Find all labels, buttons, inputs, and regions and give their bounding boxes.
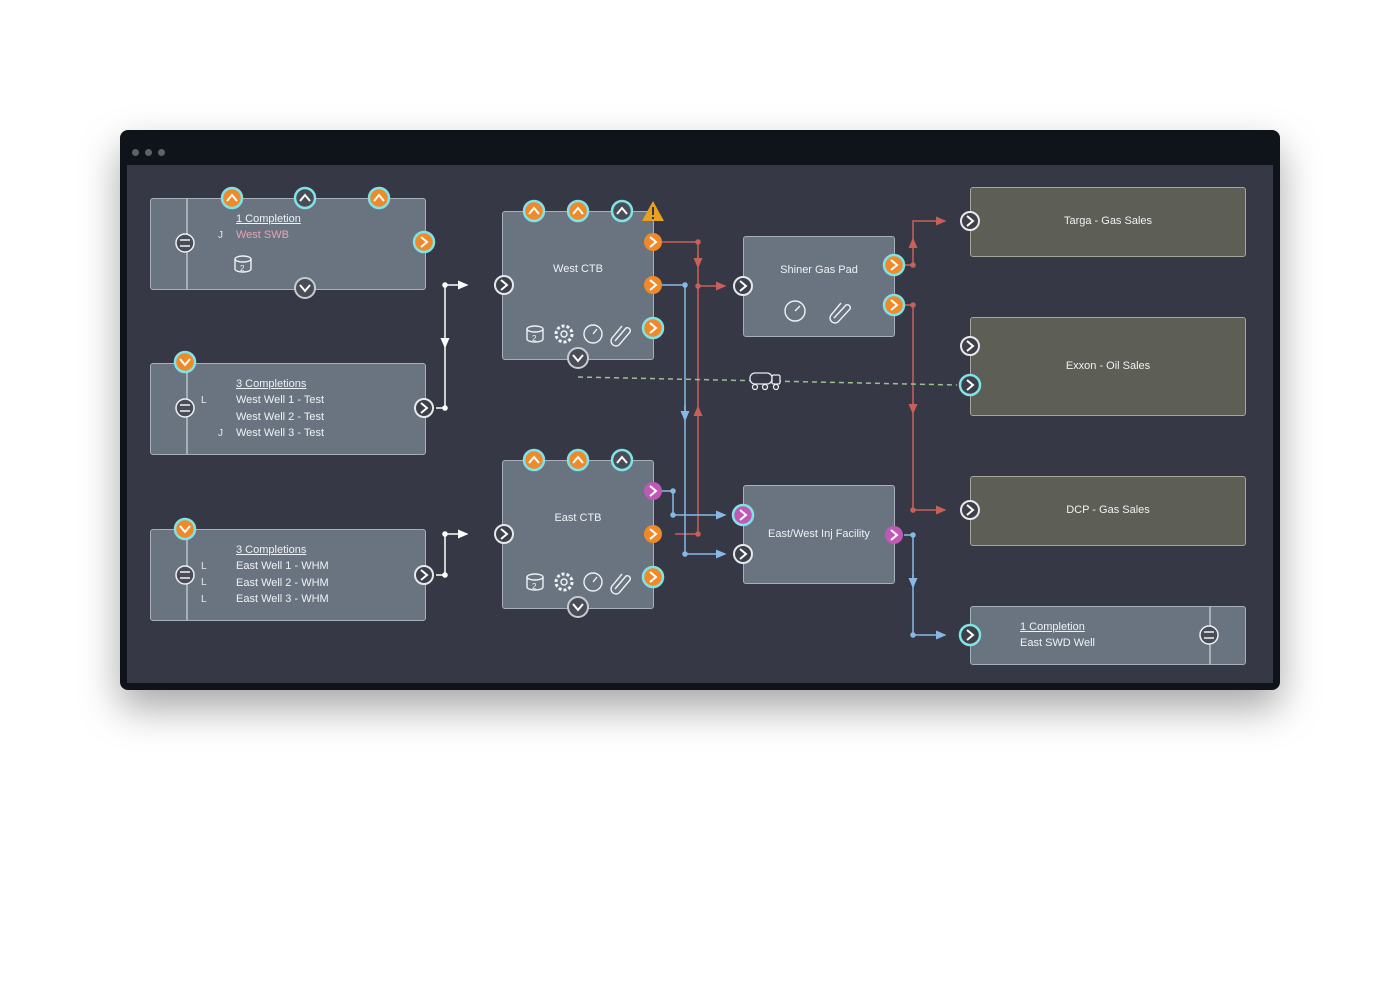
marker-j: J	[218, 428, 223, 439]
input-port-right-icon	[958, 623, 982, 647]
output-port-up-icon	[293, 186, 317, 210]
well-name: West Well 3 - Test	[236, 427, 325, 439]
attachment-icon	[610, 325, 631, 347]
facility-name: East CTB	[554, 512, 602, 524]
output-port-up-icon	[367, 186, 391, 210]
input-port-right-icon	[494, 524, 514, 544]
flow-diagram-canvas[interactable]: 1 Completion J West SWB 2 3 Completions …	[127, 165, 1273, 683]
swap-toggle-icon	[1199, 625, 1219, 645]
input-port-up-icon	[522, 448, 546, 472]
node-shiner-gas-pad[interactable]: Shiner Gas Pad	[743, 236, 895, 337]
sales-name: DCP - Gas Sales	[1066, 504, 1150, 516]
input-port-right-icon	[733, 276, 753, 296]
swap-toggle-icon	[175, 398, 195, 418]
marker-l: L	[201, 395, 207, 406]
app-window: 1 Completion J West SWB 2 3 Completions …	[120, 130, 1280, 690]
node-west-swb[interactable]: 1 Completion J West SWB	[150, 198, 426, 290]
completion-count-link[interactable]: 3 Completions	[236, 378, 307, 390]
output-port-right-icon	[644, 525, 662, 543]
input-port-right-icon	[960, 211, 980, 231]
connections-layer: 2 2 2	[173, 186, 1219, 647]
output-port-right-icon	[641, 565, 665, 589]
input-port-up-icon	[610, 448, 634, 472]
output-port-right-icon	[414, 398, 434, 418]
input-port-right-icon	[733, 544, 753, 564]
gauge-icon	[583, 324, 603, 344]
facility-name: East/West Inj Facility	[768, 528, 870, 540]
tanker-truck-icon	[749, 372, 781, 391]
well-name: West Well 1 - Test	[236, 394, 325, 406]
expand-down-icon	[567, 596, 589, 618]
svg-text:2: 2	[532, 334, 537, 343]
attachment-icon	[829, 302, 851, 324]
output-port-right-icon	[644, 233, 662, 251]
gauge-icon	[784, 300, 806, 322]
input-port-down-icon	[173, 517, 197, 541]
input-port-down-icon	[173, 350, 197, 374]
output-port-up-icon	[220, 186, 244, 210]
output-port-right-icon	[412, 230, 436, 254]
input-port-right-icon	[731, 503, 755, 527]
marker-j: J	[218, 230, 223, 241]
output-port-right-icon	[882, 253, 906, 277]
node-tool-icons: 2 2 2	[234, 255, 851, 595]
warning-icon	[642, 201, 664, 221]
sales-name: Targa - Gas Sales	[1063, 215, 1153, 227]
facility-name: West CTB	[553, 263, 603, 275]
output-port-right-icon	[644, 276, 662, 294]
swap-toggle-icon	[175, 233, 195, 253]
input-port-right-icon	[958, 373, 982, 397]
node-east-whm-wells[interactable]: 3 Completions L East Well 1 - WHM L East…	[150, 529, 426, 621]
completion-count-link[interactable]: 1 Completion	[236, 213, 301, 225]
gear-icon	[554, 324, 574, 344]
well-name: East SWD Well	[1020, 637, 1095, 649]
marker-l: L	[201, 561, 207, 572]
input-port-up-icon	[522, 199, 546, 223]
input-port-up-icon	[566, 448, 590, 472]
input-port-right-icon	[494, 275, 514, 295]
node-dcp-gas-sales[interactable]: DCP - Gas Sales	[970, 476, 1246, 546]
expand-down-icon	[294, 277, 316, 299]
gas-lines	[661, 216, 947, 537]
node-injection-facility[interactable]: East/West Inj Facility	[743, 485, 895, 584]
svg-text:2: 2	[240, 264, 245, 273]
well-name: West SWB	[236, 229, 289, 241]
facility-name: Shiner Gas Pad	[780, 264, 858, 276]
tank-icon: 2	[526, 573, 544, 591]
output-port-right-icon	[414, 565, 434, 585]
output-port-right-icon	[644, 482, 662, 500]
input-port-right-icon	[960, 500, 980, 520]
well-name: East Well 2 - WHM	[236, 577, 329, 589]
output-port-right-icon	[885, 526, 903, 544]
toggle-icons	[175, 233, 1219, 645]
gear-icon	[554, 572, 574, 592]
flow-lines	[436, 280, 469, 578]
port-icons	[173, 186, 982, 647]
node-west-test-wells[interactable]: 3 Completions L West Well 1 - Test West …	[150, 363, 426, 455]
well-name: East Well 1 - WHM	[236, 560, 329, 572]
output-port-right-icon	[882, 293, 906, 317]
marker-l: L	[201, 594, 207, 605]
input-port-up-icon	[566, 199, 590, 223]
swap-toggle-icon	[175, 565, 195, 585]
output-port-right-icon	[641, 316, 665, 340]
sales-name: Exxon - Oil Sales	[1065, 360, 1151, 372]
input-port-up-icon	[610, 199, 634, 223]
node-targa-gas-sales[interactable]: Targa - Gas Sales	[970, 187, 1246, 257]
tank-icon: 2	[526, 325, 544, 343]
svg-text:2: 2	[532, 582, 537, 591]
well-name: West Well 2 - Test	[236, 411, 325, 423]
marker-l: L	[201, 577, 207, 588]
attachment-icon	[610, 573, 631, 595]
expand-down-icon	[567, 347, 589, 369]
node-exxon-oil-sales[interactable]: Exxon - Oil Sales	[970, 317, 1246, 416]
tank-icon: 2	[234, 255, 252, 273]
completion-count-link[interactable]: 3 Completions	[236, 544, 307, 556]
water-lines	[661, 282, 947, 640]
window-controls	[132, 143, 171, 161]
gauge-icon	[583, 572, 603, 592]
completion-count-link[interactable]: 1 Completion	[1020, 621, 1085, 633]
well-name: East Well 3 - WHM	[236, 593, 329, 605]
input-port-right-icon	[960, 336, 980, 356]
